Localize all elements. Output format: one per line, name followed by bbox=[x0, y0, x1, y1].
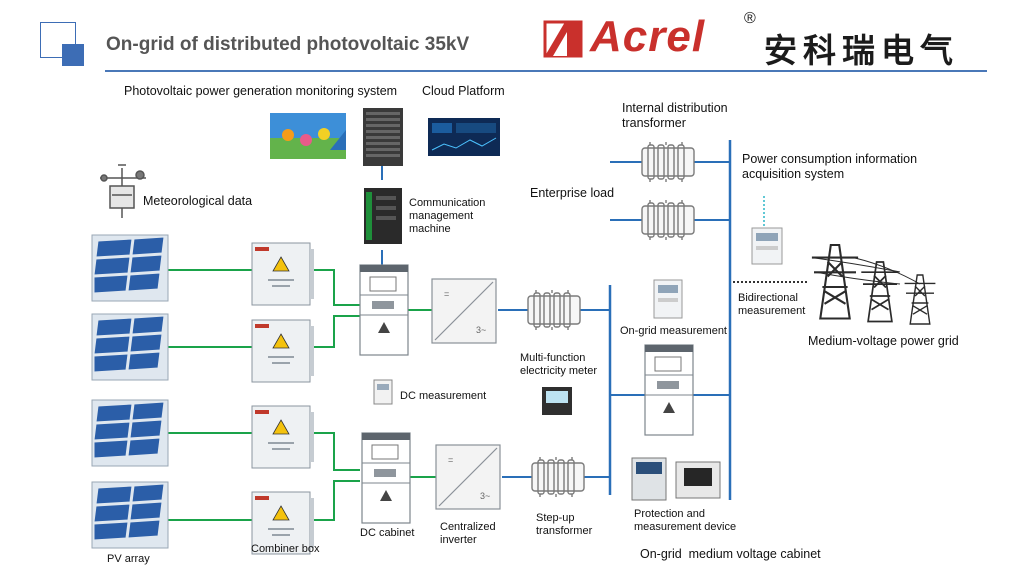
label-meteorological: Meteorological data bbox=[143, 194, 253, 208]
cloud-platform-screen bbox=[428, 118, 500, 156]
pv-array-1 bbox=[91, 234, 169, 302]
label-internal-transformer: Internal distribution transformer bbox=[622, 101, 728, 130]
protection-device-icon bbox=[631, 457, 721, 501]
comm-machine-icon bbox=[364, 188, 402, 244]
label-bidirectional: Bidirectional measurement bbox=[738, 292, 806, 317]
monitoring-screen bbox=[270, 113, 346, 159]
multi-function-meter-icon bbox=[542, 387, 572, 415]
transformer-icon bbox=[641, 199, 695, 241]
inverter-2 bbox=[435, 444, 501, 510]
label-comm-machine: Communication management machine bbox=[409, 197, 486, 235]
combiner-box-3 bbox=[251, 405, 315, 469]
label-cloud-platform: Cloud Platform bbox=[422, 84, 505, 98]
pv-wiring bbox=[168, 269, 436, 521]
transformer-icon bbox=[641, 141, 695, 183]
label-dc-measurement: DC measurement bbox=[400, 390, 487, 402]
header-divider bbox=[105, 70, 987, 72]
dc-cabinet-1 bbox=[359, 264, 409, 356]
dc-meter-icon bbox=[373, 379, 393, 405]
pv-array-3 bbox=[91, 399, 169, 467]
brand-chinese: 安科瑞电气 bbox=[764, 31, 959, 70]
label-stepup-transformer: Step-up transformer bbox=[536, 512, 593, 537]
label-ongrid-mv-cabinet: On-grid medium voltage cabinet bbox=[640, 547, 821, 561]
brand-name: Acrel bbox=[590, 12, 706, 61]
label-power-info-system: Power consumption information acquisitio… bbox=[742, 152, 918, 181]
ac-wiring bbox=[381, 140, 732, 500]
combiner-box-2 bbox=[251, 319, 315, 383]
label-pv-array: PV array bbox=[107, 553, 150, 565]
dc-cabinet-2 bbox=[361, 432, 411, 524]
pv-array-4 bbox=[91, 481, 169, 549]
brand-registered: ® bbox=[744, 10, 756, 27]
transformer-icon bbox=[531, 456, 585, 498]
bidirectional-meter-icon bbox=[751, 227, 783, 265]
label-pv-monitoring-system: Photovoltaic power generation monitoring… bbox=[124, 84, 398, 98]
header-square-outline bbox=[40, 22, 76, 58]
pv-array-2 bbox=[91, 313, 169, 381]
power-tower-icon bbox=[810, 243, 937, 325]
weather-station-icon bbox=[100, 164, 146, 218]
page-title: On-grid of distributed photovoltaic 35kV bbox=[106, 34, 470, 55]
combiner-box-1 bbox=[251, 242, 315, 306]
label-dc-cabinet: DC cabinet bbox=[360, 527, 415, 539]
acrel-logo-icon bbox=[543, 20, 583, 58]
label-centralized-inverter: Centralized inverter bbox=[440, 521, 496, 546]
label-enterprise-load: Enterprise load bbox=[530, 186, 615, 200]
label-combiner-box: Combiner box bbox=[251, 543, 320, 555]
ongrid-meter-icon bbox=[653, 279, 683, 319]
transformer-icon bbox=[527, 289, 581, 331]
server-icon bbox=[363, 108, 403, 166]
label-ongrid-measurement: On-grid measurement bbox=[620, 325, 727, 337]
label-multi-function-meter: Multi-function electricity meter bbox=[520, 352, 598, 377]
label-protection-device: Protection and measurement device bbox=[634, 508, 737, 533]
inverter-1 bbox=[431, 278, 497, 344]
header-square-fill bbox=[62, 44, 84, 66]
label-medium-voltage-grid: Medium-voltage power grid bbox=[808, 334, 959, 348]
mv-cabinet bbox=[644, 344, 694, 436]
